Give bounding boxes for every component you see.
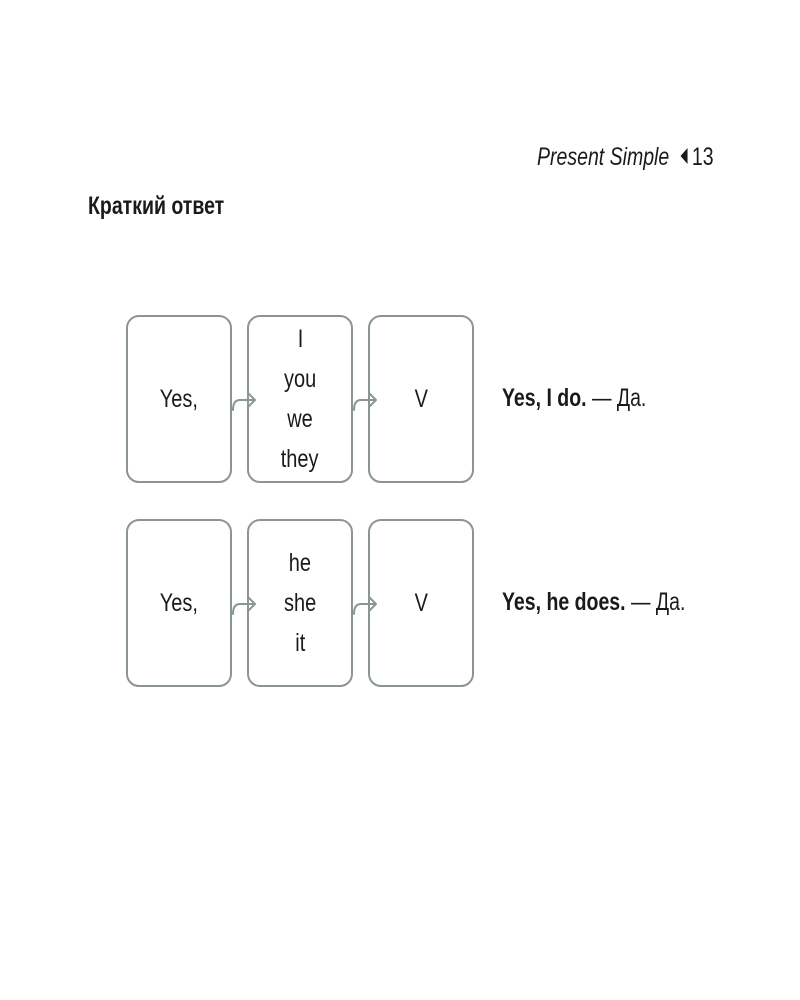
example-answer: Yes, I do. — Да. — [502, 384, 647, 412]
section-title: Present Simple — [537, 143, 670, 171]
triangle-left-icon — [680, 148, 688, 165]
page-number: 13 — [691, 143, 714, 171]
example-answer: Yes, he does. — Да. — [502, 588, 686, 616]
arrow-right-icon — [353, 392, 377, 411]
arrow-right-icon — [353, 596, 377, 615]
box-yes: Yes, — [126, 519, 232, 687]
section-heading: Краткий ответ — [88, 192, 225, 220]
box-yes: Yes, — [126, 315, 232, 483]
arrow-right-icon — [232, 392, 256, 411]
running-header: Present Simple 13 — [537, 143, 763, 172]
arrow-right-icon — [232, 596, 256, 615]
